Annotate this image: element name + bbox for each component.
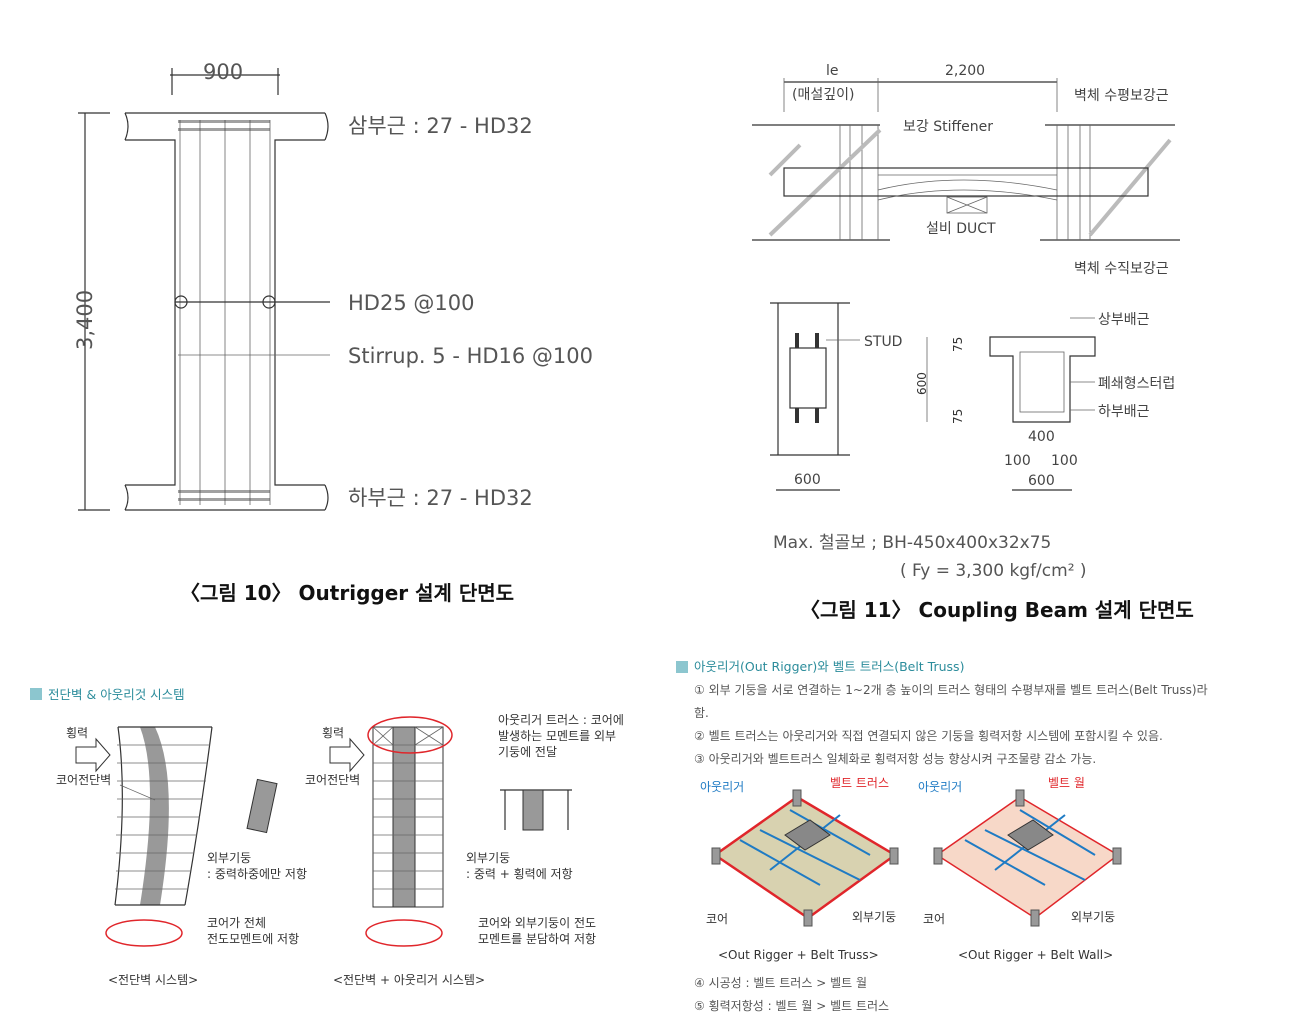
- caption-outrigger: <전단벽 + 아웃리거 시스템>: [333, 973, 485, 987]
- belt-item-2: ② 벨트 트러스는 아웃리거와 직접 연결되지 않은 기둥을 횡력저항 시스템에…: [694, 729, 1163, 743]
- label-stiffener: 보강 Stiffener: [903, 119, 993, 135]
- dim-900: 900: [203, 60, 243, 84]
- belt-truss-diagram: [711, 789, 899, 927]
- label-ext-column-2: 외부기둥: [466, 851, 510, 865]
- caption-belt-truss: <Out Rigger + Belt Truss>: [718, 948, 879, 962]
- label-right-outrigger: 아웃리거: [918, 780, 962, 794]
- label-core-resist-1: 코어가 전체: [207, 916, 266, 930]
- label-bottom-bar: 하부배근: [1098, 404, 1150, 420]
- dim-600-height: 600: [915, 372, 929, 395]
- label-ext-column-2-note: : 중력 + 횡력에 저항: [466, 867, 573, 881]
- belt-item-1b: 함.: [694, 706, 709, 720]
- dim-le: le: [826, 63, 839, 79]
- label-ext-column-1: 외부기둥: [207, 851, 251, 865]
- dim-600-left: 600: [794, 472, 821, 488]
- label-top-bar: 상부배근: [1098, 312, 1150, 328]
- label-stud: STUD: [864, 334, 902, 350]
- max-beam-spec: Max. 철골보 ; BH-450x400x32x75: [773, 533, 1051, 553]
- label-left-core: 코어: [706, 912, 728, 926]
- belt-item-5: ⑤ 횡력저항성 : 벨트 월 > 벨트 트러스: [694, 999, 889, 1013]
- label-core-resist-1b: 전도모멘트에 저항: [207, 932, 299, 946]
- belt-wall-diagram: [933, 789, 1122, 927]
- label-left-column: 외부기둥: [852, 910, 896, 924]
- caption-shearwall: <전단벽 시스템>: [108, 973, 198, 987]
- belt-item-3: ③ 아웃리거와 벨트트러스 일체화로 횡력저항 성능 향상시켜 구조물량 감소 …: [694, 752, 1096, 766]
- label-right-column: 외부기둥: [1071, 910, 1115, 924]
- label-share-2: 모멘트를 분담하여 저항: [478, 932, 596, 946]
- label-share-1: 코어와 외부기둥이 전도: [478, 916, 596, 930]
- belt-header: 아웃리거(Out Rigger)와 벨트 트러스(Belt Truss): [694, 659, 964, 674]
- lateral-force-arrow-icon-2: [329, 737, 365, 773]
- label-stirrup: Stirrup. 5 - HD16 @100: [348, 344, 593, 368]
- dim-75-top: 75: [951, 337, 965, 352]
- label-top-rebar: 삼부근 : 27 - HD32: [348, 114, 533, 138]
- label-bottom-rebar: 하부근 : 27 - HD32: [348, 486, 533, 510]
- dim-400: 400: [1028, 429, 1055, 445]
- label-left-outrigger: 아웃리거: [700, 780, 744, 794]
- label-lateral-force-1: 횡력: [66, 726, 88, 740]
- lateral-force-arrow-icon: [75, 737, 111, 773]
- caption-belt-wall: <Out Rigger + Belt Wall>: [958, 948, 1113, 962]
- header-bullet-icon: [30, 688, 42, 700]
- belt-item-1: ① 외부 기둥을 서로 연결하는 1~2개 층 높이의 트러스 형태의 수평부재…: [694, 683, 1208, 697]
- label-truss-note-3: 기둥에 전달: [498, 745, 557, 759]
- label-closed-stirrup: 폐쇄형스터럽: [1098, 376, 1175, 392]
- header-bullet-icon-2: [676, 661, 688, 673]
- shearwall-header: 전단벽 & 아웃리것 시스템: [48, 687, 185, 702]
- label-truss-note-2: 발생하는 모멘트를 외부: [498, 729, 616, 743]
- outrigger-tower: [367, 716, 453, 908]
- dim-le-note: (매설깊이): [792, 87, 854, 103]
- label-lateral-force-2: 횡력: [322, 726, 344, 740]
- label-right-core: 코어: [923, 912, 945, 926]
- belt-item-4: ④ 시공성 : 벨트 트러스 > 벨트 월: [694, 976, 867, 990]
- label-core-wall-1: 코어전단벽: [56, 773, 111, 787]
- figure-11-drawing: le (매설깊이) 2,200 보강 Stiffener 설비 DUCT 벽체 …: [752, 63, 1194, 622]
- dim-2200: 2,200: [945, 63, 985, 79]
- shearwall-tower: [112, 726, 213, 906]
- shearwall-section: 전단벽 & 아웃리것 시스템 횡력 코어전단벽 외부기둥 : 중력하중에만 저항…: [30, 687, 624, 987]
- label-web-rebar: HD25 @100: [348, 291, 474, 315]
- label-wall-horizontal: 벽체 수평보강근: [1074, 88, 1169, 104]
- label-ext-column-1-note: : 중력하중에만 저항: [207, 867, 307, 881]
- figure-10-drawing: 900 3,400 삼부근 : 27 - HD32 HD25 @100 Stir…: [73, 60, 593, 605]
- dim-75-bottom: 75: [951, 409, 965, 424]
- dim-100-right: 100: [1051, 453, 1078, 469]
- figure-11-caption: 〈그림 11〉 Coupling Beam 설계 단면도: [800, 598, 1194, 622]
- label-core-wall-2: 코어전단벽: [305, 773, 360, 787]
- figure-10-caption: 〈그림 10〉 Outrigger 설계 단면도: [180, 581, 514, 605]
- label-right-belt: 벨트 월: [1048, 776, 1085, 790]
- dim-100-left: 100: [1004, 453, 1031, 469]
- belt-section: 아웃리거(Out Rigger)와 벨트 트러스(Belt Truss) ① 외…: [676, 659, 1208, 1013]
- dim-3400: 3,400: [73, 290, 97, 350]
- dim-600-bottom: 600: [1028, 473, 1055, 489]
- label-wall-vertical: 벽체 수직보강근: [1074, 261, 1169, 277]
- label-duct: 설비 DUCT: [926, 221, 996, 237]
- label-left-belt: 벨트 트러스: [830, 776, 889, 790]
- label-truss-note-1: 아웃리거 트러스 : 코어에: [498, 713, 624, 727]
- fy-spec: ( Fy = 3,300 kgf/cm² ): [900, 561, 1087, 581]
